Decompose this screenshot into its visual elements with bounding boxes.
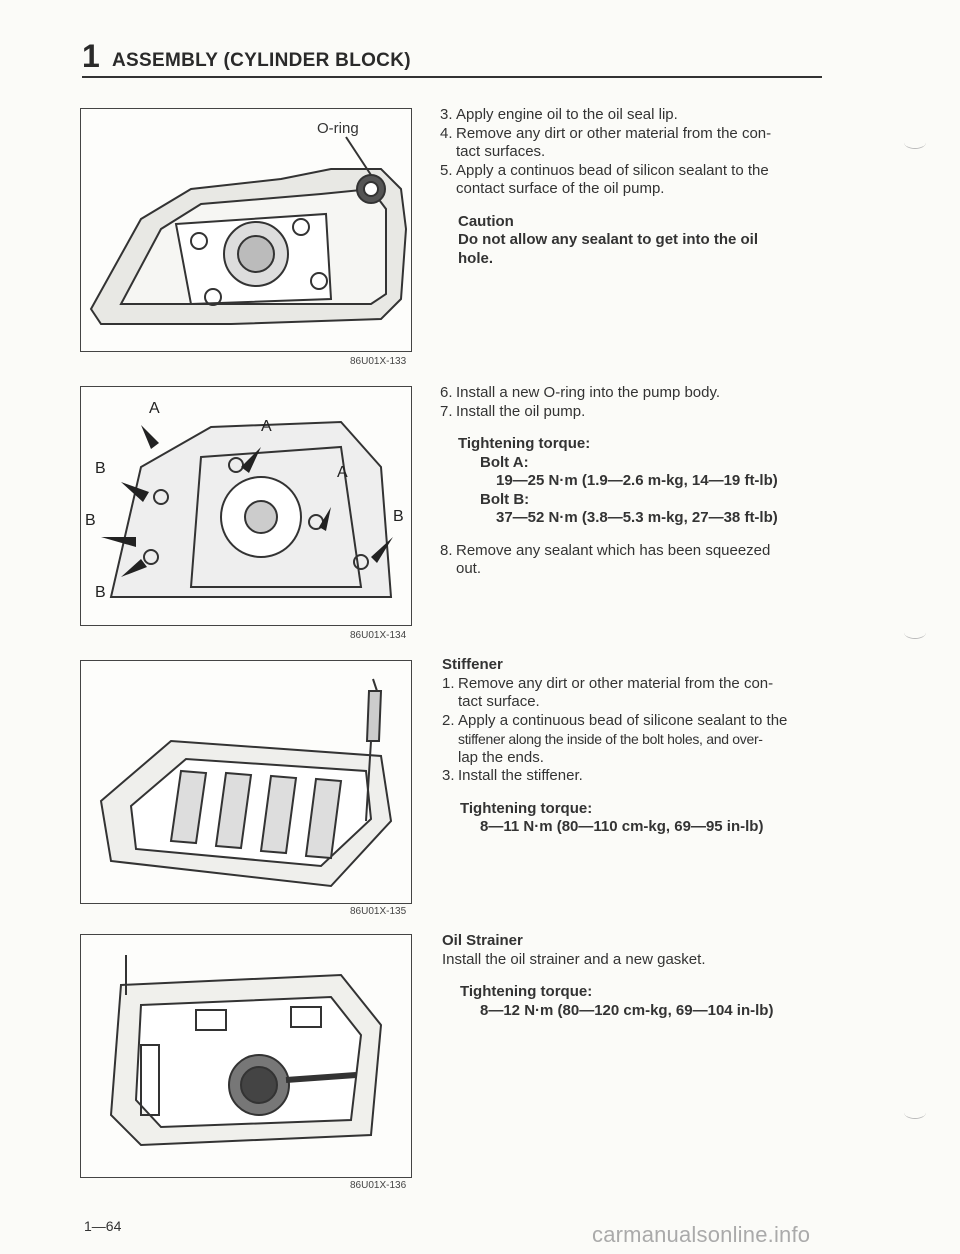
page-number: 1—64	[84, 1218, 122, 1234]
torque-title: Tightening torque:	[458, 435, 591, 452]
step-item: 5. Apply a continuos bead of silicon sea…	[440, 161, 769, 198]
callout-a: A	[261, 418, 272, 435]
figure-code: 86U01X-133	[350, 356, 407, 367]
section-title-oil-strainer: Oil Strainer	[442, 932, 523, 949]
figure-code: 86U01X-134	[350, 630, 407, 641]
bolt-locations-illustration: A A A B B B B	[85, 400, 404, 601]
stiffener-illustration	[99, 678, 393, 888]
bolt-a-torque: 19—25 N·m (1.9—2.6 m-kg, 14—19 ft-lb)	[496, 472, 778, 489]
callout-b: B	[95, 584, 106, 601]
scan-mark	[904, 626, 926, 639]
step-item: 4. Remove any dirt or other material fro…	[440, 124, 772, 161]
figure-code: 86U01X-136	[350, 1180, 407, 1191]
section-title-stiffener: Stiffener	[442, 656, 503, 673]
scan-mark	[904, 1106, 926, 1119]
figure-stiffener	[80, 660, 412, 904]
callout-a: A	[337, 464, 348, 481]
step-item: 3. Install the stiffener.	[442, 767, 583, 784]
step-item: 1. Remove any dirt or other material fro…	[442, 674, 774, 711]
chapter-number: 1	[82, 38, 100, 74]
caution-text: hole.	[458, 249, 494, 267]
callout-a: A	[149, 400, 160, 417]
callout-b: B	[85, 512, 96, 529]
figure-oil-pump-o-ring: O-ring	[80, 108, 412, 352]
step-item: 8. Remove any sealant which has been squ…	[440, 541, 771, 578]
callout-b: B	[393, 508, 404, 525]
step-item: 6. Install a new O-ring into the pump bo…	[440, 384, 721, 401]
oil-pump-illustration: O-ring	[89, 120, 408, 325]
step-item: 2. Apply a continuous bead of silicone s…	[442, 711, 788, 766]
scan-mark	[904, 136, 926, 149]
watermark: carmanualsonline.info	[592, 1222, 811, 1247]
bolt-b-label: Bolt B:	[480, 490, 530, 508]
figure-code: 86U01X-135	[350, 906, 407, 917]
step-item: 3. Apply engine oil to the oil seal lip.	[440, 106, 678, 123]
figure-oil-pump-bolts: A A A B B B B	[80, 386, 412, 626]
o-ring-callout: O-ring	[317, 120, 359, 137]
callout-b: B	[95, 460, 106, 477]
header-rule	[82, 76, 822, 78]
oil-pump-install-steps: 6. Install a new O-ring into the pump bo…	[440, 384, 840, 579]
oil-strainer-illustration	[109, 955, 383, 1147]
bolt-a-label: Bolt A:	[480, 453, 529, 471]
figure-oil-strainer	[80, 934, 412, 1178]
bolt-b-torque: 37—52 N·m (3.8—5.3 m-kg, 27—38 ft-lb)	[496, 509, 778, 526]
caution-title: Caution	[458, 212, 514, 230]
oil-strainer-section: Oil Strainer Install the oil strainer an…	[442, 932, 842, 1020]
caution-text: Do not allow any sealant to get into the…	[458, 231, 759, 248]
torque-value: 8—11 N·m (80—110 cm-kg, 69—95 in-lb)	[480, 818, 764, 835]
oil-pump-seal-steps: 3. Apply engine oil to the oil seal lip.…	[440, 106, 840, 268]
torque-title: Tightening torque:	[460, 799, 593, 817]
torque-value: 8—12 N·m (80—120 cm-kg, 69—104 in-lb)	[480, 1001, 774, 1019]
step-item: 7. Install the oil pump.	[440, 402, 586, 420]
page-header: 1 ASSEMBLY (CYLINDER BLOCK)	[82, 38, 822, 76]
page-title: ASSEMBLY (CYLINDER BLOCK)	[112, 50, 411, 71]
stiffener-section: Stiffener 1. Remove any dirt or other ma…	[442, 656, 842, 837]
torque-title: Tightening torque:	[460, 983, 593, 1000]
oil-strainer-instruction: Install the oil strainer and a new gaske…	[442, 950, 706, 968]
